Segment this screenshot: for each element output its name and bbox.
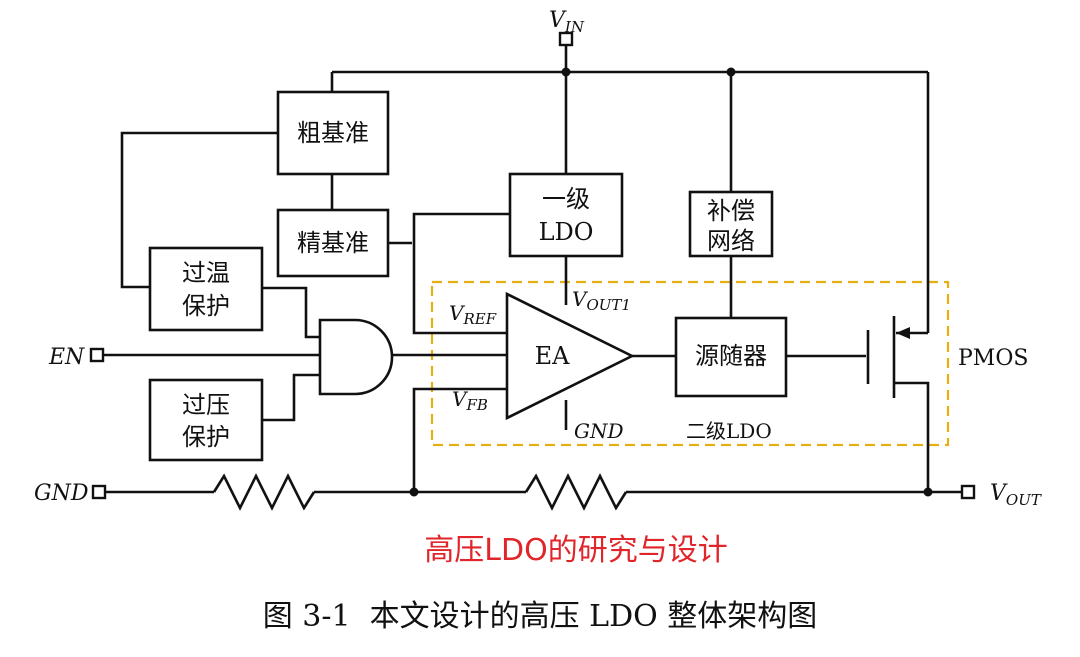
ovp-block — [148, 378, 264, 462]
and-gate — [318, 318, 394, 396]
otp-label-line2: 保护 — [182, 292, 230, 320]
comp-label-line2: 网络 — [707, 227, 755, 255]
ea-gnd-label: GND — [574, 419, 624, 443]
resistor-2 — [524, 473, 628, 511]
otp-label-line1: 过温 — [182, 259, 230, 287]
fine-ref-block — [276, 208, 390, 278]
junction-fb — [409, 487, 419, 497]
stage2-label: 二级LDO — [686, 419, 772, 443]
pmos-drain-wire — [894, 381, 930, 492]
ovp-label-line1: 过压 — [182, 391, 230, 419]
fine-ref-label: 精基准 — [297, 229, 369, 257]
stage2-region — [430, 280, 950, 447]
ea-label: EA — [535, 342, 571, 370]
comp-label-line1: 补偿 — [707, 197, 755, 225]
coarse-ref-block — [276, 90, 390, 176]
junction-comp — [726, 67, 736, 77]
coarse-ref-label: 粗基准 — [297, 119, 369, 147]
gnd-label: GND — [34, 481, 89, 506]
watermark-text: 高压LDO的研究与设计 — [424, 533, 727, 568]
pmos-arrow — [896, 327, 910, 339]
vout-terminal — [960, 484, 976, 500]
comp-network-block — [688, 190, 774, 258]
ovp-label-line2: 保护 — [182, 423, 230, 451]
vin-label: VIN — [549, 8, 585, 36]
vout1-label: VOUT1 — [572, 287, 631, 314]
ldo1-block — [508, 172, 624, 258]
source-follower-label: 源随器 — [695, 342, 767, 370]
resistor-1 — [212, 473, 316, 511]
vref-wire — [412, 212, 510, 335]
junction-vin — [561, 67, 571, 77]
vfb-wire — [412, 387, 507, 492]
ea-amplifier — [505, 291, 635, 421]
otp-to-and-wire — [262, 286, 320, 339]
en-label: EN — [48, 345, 85, 370]
gnd-terminal — [91, 484, 107, 500]
ldo1-label-line1: 一级 — [542, 185, 590, 213]
junction-vout — [923, 487, 933, 497]
ldo1-label-line2: LDO — [539, 218, 594, 246]
vin-terminal — [558, 31, 574, 47]
vref-label: VREF — [449, 301, 497, 328]
coarse-to-otp-wire — [120, 131, 278, 289]
vfb-label: VFB — [452, 387, 488, 414]
ovp-to-and-wire — [262, 373, 320, 422]
vout-label: VOUT — [990, 481, 1042, 509]
en-terminal — [89, 347, 105, 363]
pmos-label: PMOS — [958, 346, 1028, 371]
figure-caption: 图 3-1 本文设计的高压 LDO 整体架构图 — [263, 599, 818, 634]
otp-block — [148, 246, 264, 332]
source-follower-block — [674, 316, 788, 398]
